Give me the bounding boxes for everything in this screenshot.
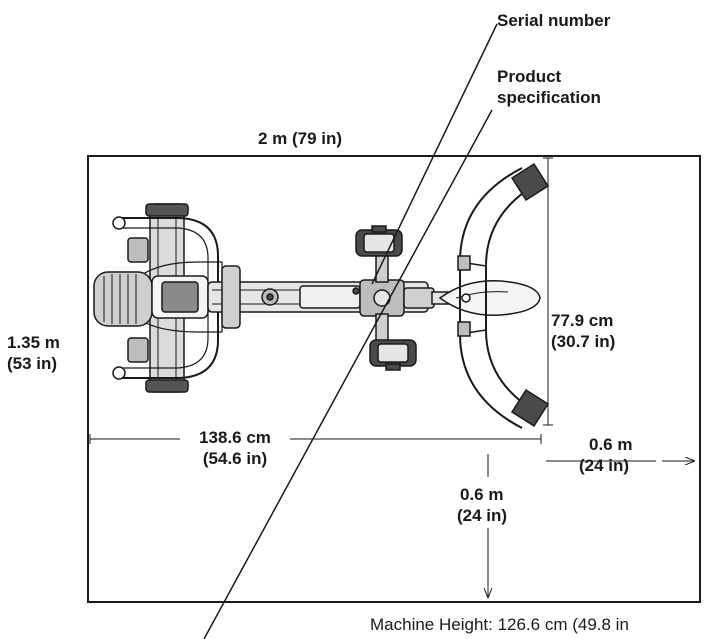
machine-height-note: Machine Height: 126.6 cm (49.8 in	[370, 615, 629, 634]
flywheel-housing	[93, 271, 153, 327]
right-clearance-label-in: (24 in)	[579, 456, 630, 475]
clearance-area-outline	[87, 155, 701, 603]
rear-wheel-bottom	[127, 337, 149, 363]
product-spec-label-line2: specification	[497, 88, 601, 107]
area-depth-label-in: (53 in)	[7, 354, 58, 373]
serial-number-callout-line	[371, 23, 498, 285]
serial-number-label: Serial number	[497, 11, 611, 30]
bike-top-view	[93, 162, 550, 429]
area-depth-label-m: 1.35 m	[7, 333, 60, 352]
machine-width-label-in: (30.7 in)	[551, 332, 616, 351]
right-clearance-label-m: 0.6 m	[589, 435, 633, 454]
pedal-bottom	[369, 339, 417, 371]
front-saddle	[438, 279, 541, 317]
front-clearance-label-in: (24 in)	[457, 506, 508, 525]
machine-length-label-cm: 138.6 cm	[180, 427, 290, 448]
front-handlebar	[459, 167, 523, 429]
area-width-label: 2 m (79 in)	[258, 129, 343, 148]
machine-length-label-in: (54.6 in)	[202, 449, 268, 468]
product-spec-callout-line	[203, 109, 493, 639]
machine-width-label-cm: 77.9 cm	[551, 311, 614, 330]
product-spec-label-line1: Product	[497, 67, 562, 86]
grip-bottom	[510, 388, 550, 428]
front-clearance-label-m: 0.6 m	[460, 485, 504, 504]
rear-wheel-top	[127, 237, 149, 263]
pedal-top	[355, 225, 403, 257]
